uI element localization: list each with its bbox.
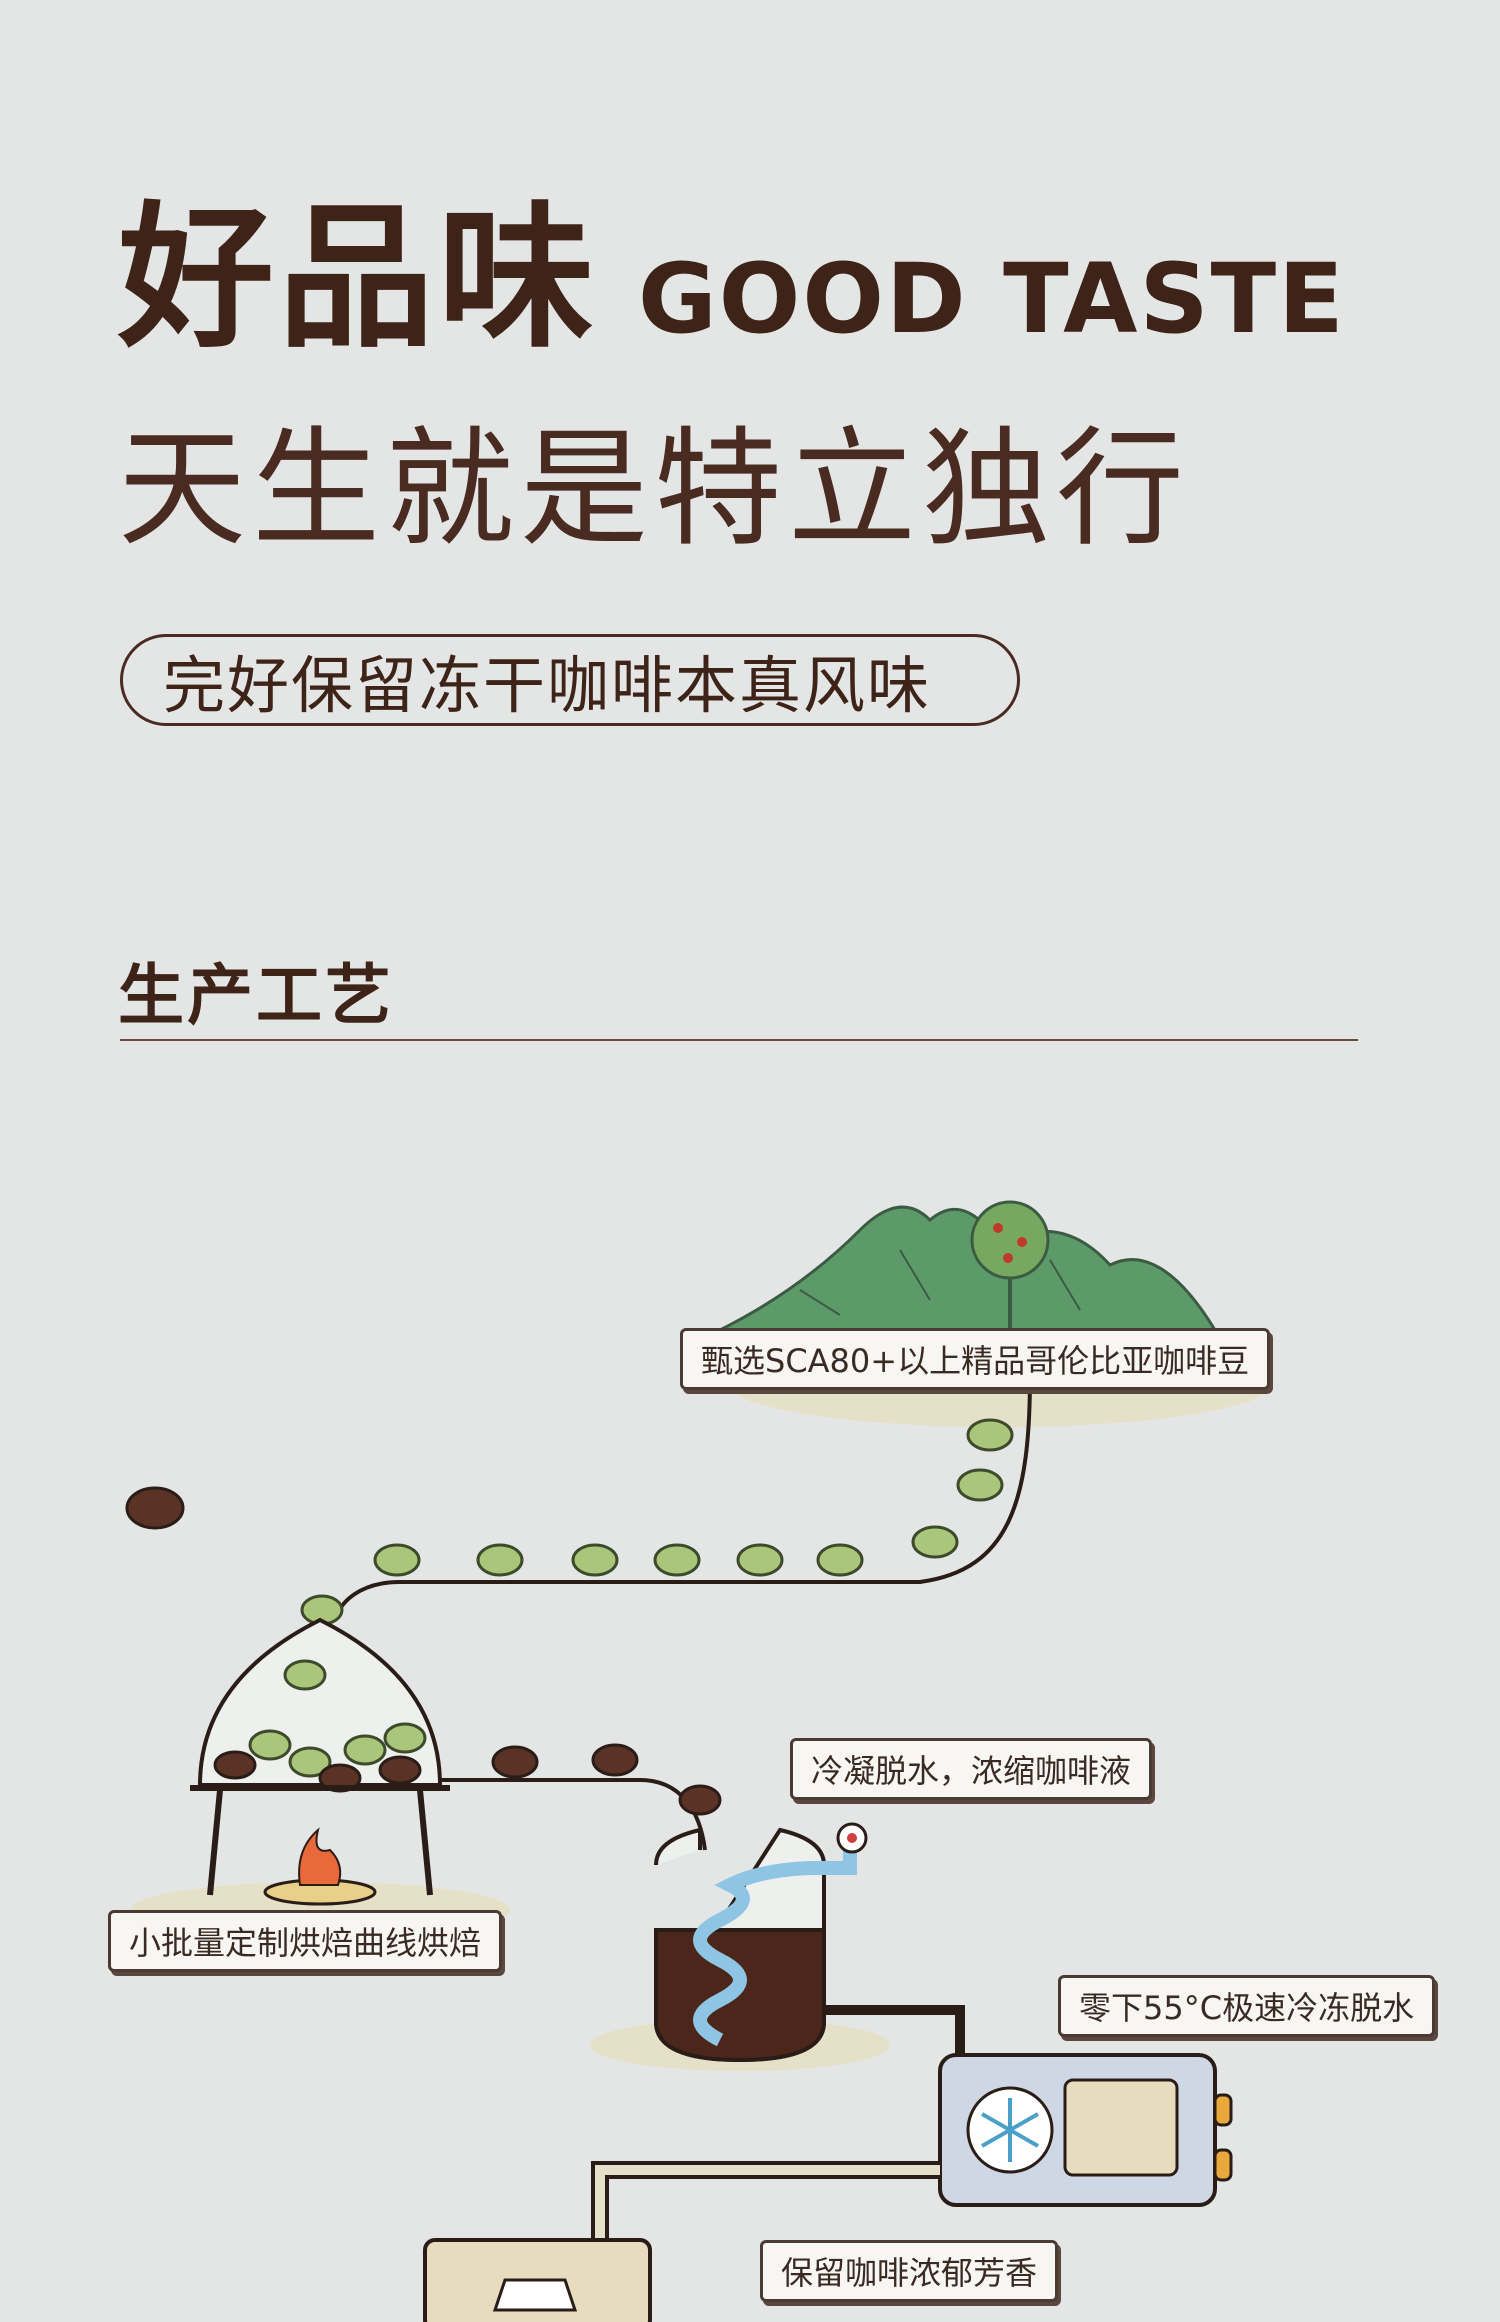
- roasted-beans: [491, 1743, 722, 1816]
- section-title: 生产工艺: [118, 957, 394, 1034]
- coffee-jar: [423, 2238, 652, 2322]
- hero-title-cn: 好品味: [118, 187, 598, 369]
- fire-icon: [298, 1827, 342, 1886]
- hero-title: 好品味 GOOD TASTE: [118, 200, 1346, 356]
- condensing-tank: [590, 1822, 890, 2071]
- coil-tube: [693, 1840, 857, 2047]
- coffee-tree-icon: [970, 1200, 1050, 1280]
- mountain-scene: [719, 1200, 1270, 1427]
- freeze-dryer: [938, 2053, 1233, 2207]
- hero-pill: 完好保留冻干咖啡本真风味: [120, 634, 1020, 726]
- green-beans: [300, 1418, 1014, 1626]
- roaster: [130, 1617, 510, 1938]
- flying-roasted-bean: [125, 1486, 185, 1530]
- label-aroma: 保留咖啡浓郁芳香: [760, 2240, 1059, 2302]
- label-select-beans: 甄选SCA80+以上精品哥伦比亚咖啡豆: [680, 1328, 1271, 1390]
- label-condense: 冷凝脱水，浓缩咖啡液: [790, 1738, 1153, 1800]
- hero-subtitle: 天生就是特立独行: [118, 415, 1191, 564]
- section-divider: [120, 1039, 1358, 1041]
- label-roast: 小批量定制烘焙曲线烘焙: [108, 1910, 503, 1972]
- label-freeze: 零下55°C极速冷冻脱水: [1058, 1975, 1436, 2037]
- process-illustration: [125, 1200, 1270, 2322]
- hero-title-en: GOOD TASTE: [638, 243, 1346, 355]
